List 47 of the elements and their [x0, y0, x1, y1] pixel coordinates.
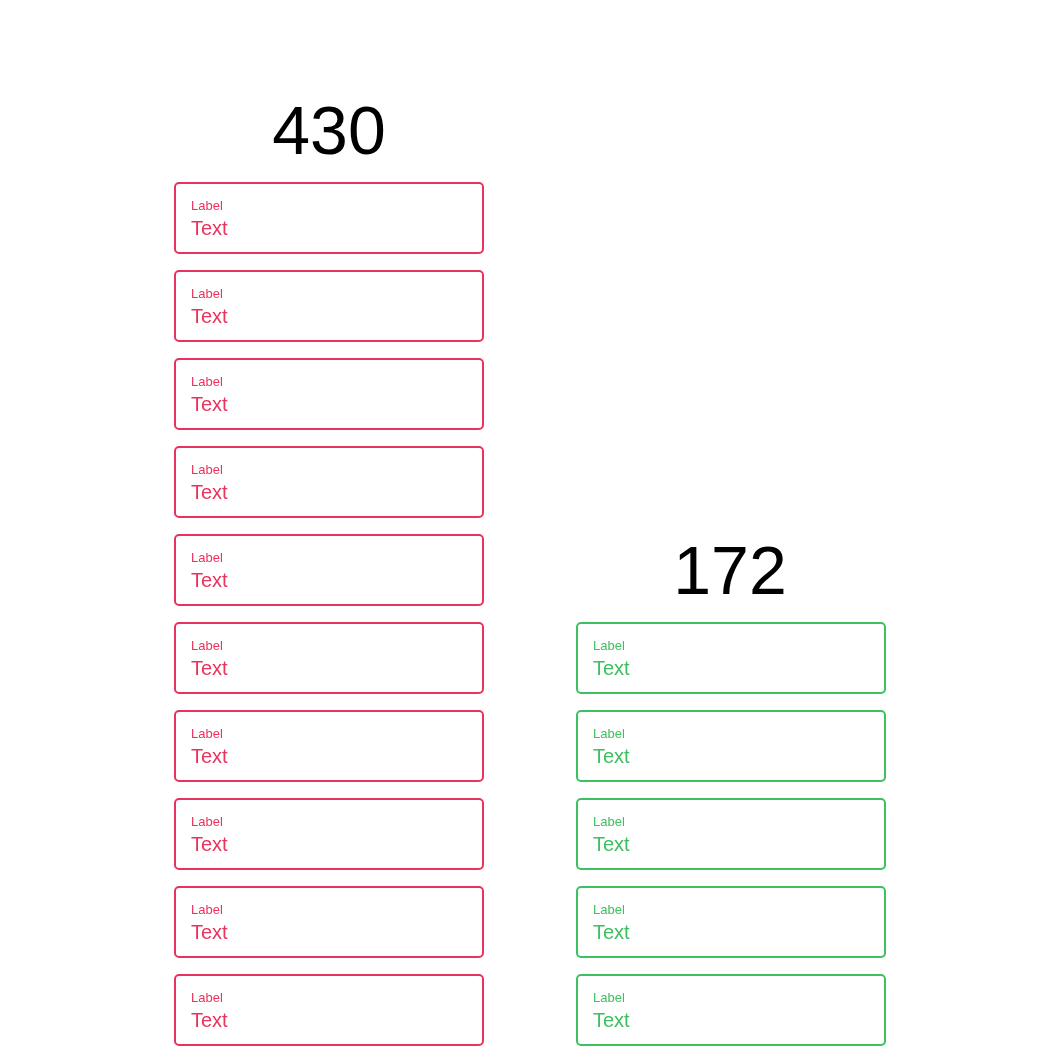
text-field: [174, 622, 484, 694]
field-label: Label: [593, 726, 625, 741]
text-field: [576, 798, 886, 870]
text-field: [174, 182, 484, 254]
text-field: [174, 358, 484, 430]
field-value: Text: [593, 833, 630, 856]
text-field: [174, 446, 484, 518]
text-field: [174, 798, 484, 870]
field-label: Label: [593, 814, 625, 829]
text-field: [174, 270, 484, 342]
field-label: Label: [191, 550, 223, 565]
field-value: Text: [191, 921, 228, 944]
field-value: Text: [191, 657, 228, 680]
field-value: Text: [593, 921, 630, 944]
field-label: Label: [191, 902, 223, 917]
field-value: Text: [191, 393, 228, 416]
field-label: Label: [593, 902, 625, 917]
column-heading: 430: [272, 92, 386, 168]
field-label: Label: [191, 374, 223, 389]
field-label: Label: [593, 990, 625, 1005]
field-label: Label: [191, 814, 223, 829]
text-field: [576, 622, 886, 694]
field-label: Label: [191, 198, 223, 213]
field-value: Text: [593, 1009, 630, 1032]
field-value: Text: [191, 833, 228, 856]
field-label: Label: [191, 990, 223, 1005]
text-field: [576, 974, 886, 1046]
field-value: Text: [191, 569, 228, 592]
field-value: Text: [593, 657, 630, 680]
field-label: Label: [191, 462, 223, 477]
field-value: Text: [191, 481, 228, 504]
text-field: [174, 886, 484, 958]
field-value: Text: [191, 217, 228, 240]
text-field: [174, 534, 484, 606]
text-field: [174, 710, 484, 782]
text-field: [174, 974, 484, 1046]
field-label: Label: [191, 638, 223, 653]
field-label: Label: [191, 726, 223, 741]
field-value: Text: [191, 305, 228, 328]
field-value: Text: [191, 745, 228, 768]
field-value: Text: [593, 745, 630, 768]
text-field: [576, 886, 886, 958]
column-heading: 172: [673, 532, 787, 608]
field-value: Text: [191, 1009, 228, 1032]
text-field: [576, 710, 886, 782]
field-label: Label: [191, 286, 223, 301]
field-label: Label: [593, 638, 625, 653]
